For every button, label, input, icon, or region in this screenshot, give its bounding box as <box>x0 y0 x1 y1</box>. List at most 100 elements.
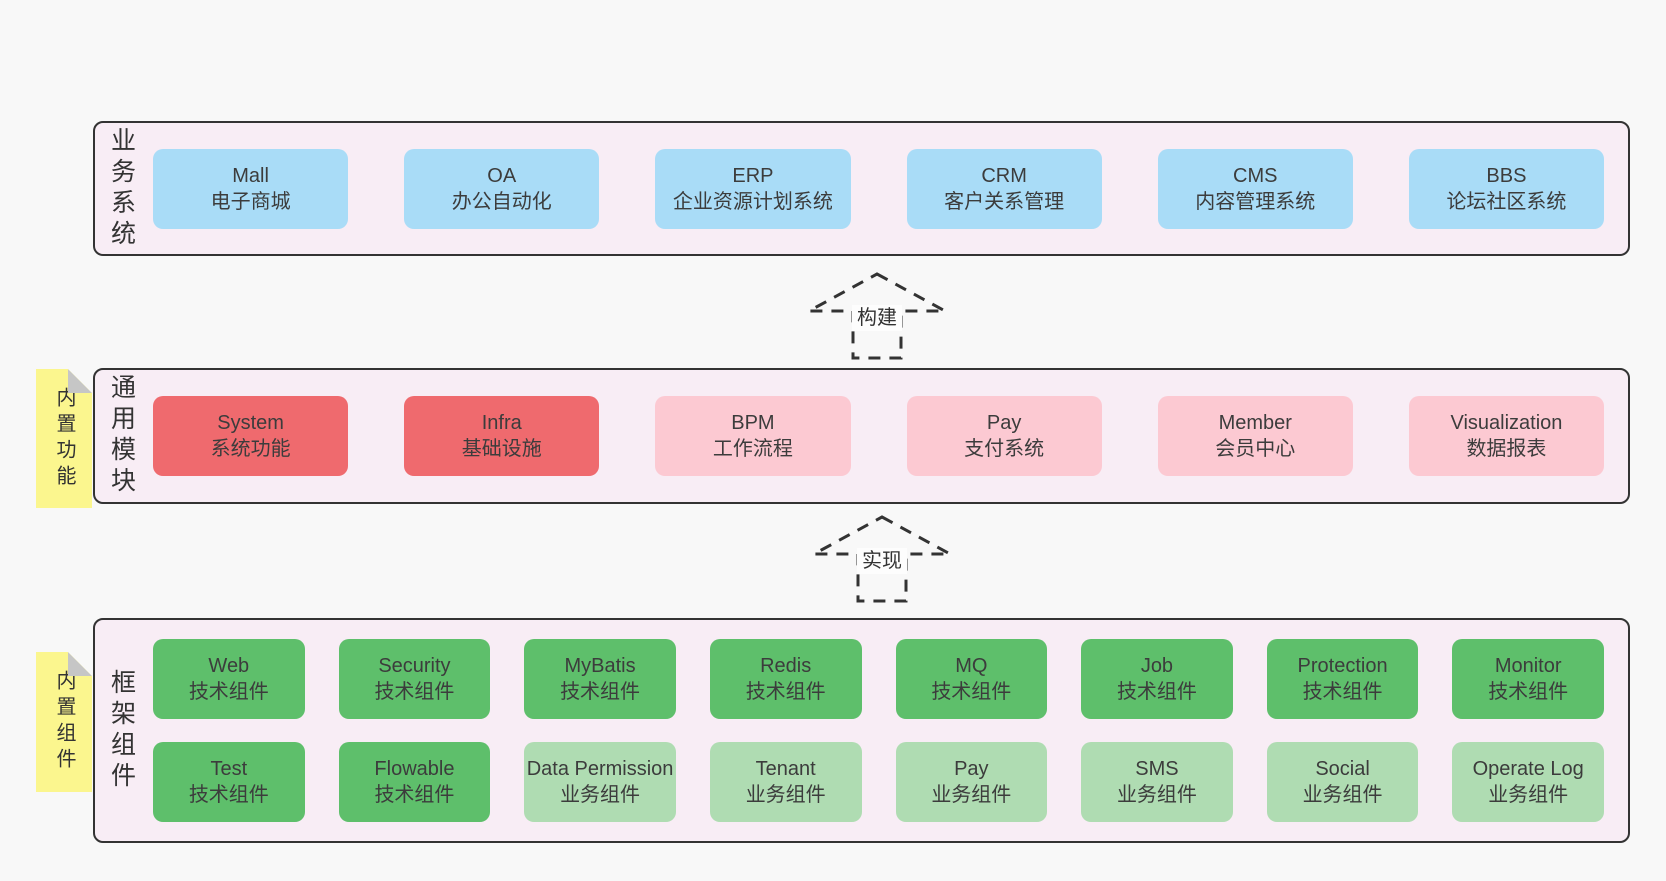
box-visualization: Visualization 数据报表 <box>1408 396 1605 476</box>
up-arrow-icon <box>812 515 952 603</box>
box-title: Member <box>1218 412 1292 434</box>
box-subtitle: 办公自动化 <box>451 190 552 213</box>
box-title: OA <box>487 164 517 187</box>
box-subtitle: 技术组件 <box>1302 681 1383 703</box>
box-tenant: Tenant 业务组件 <box>709 742 862 822</box>
box-title: ERP <box>732 164 774 187</box>
box-erp: ERP 企业资源计划系统 <box>655 148 851 229</box>
box-title: System <box>217 412 284 434</box>
box-subtitle: 数据报表 <box>1466 438 1547 460</box>
box-subtitle: 基础设施 <box>461 438 542 460</box>
box-subtitle: 技术组件 <box>745 681 826 703</box>
panel-label-text: 业务系统 <box>107 126 136 251</box>
box-subtitle: 技术组件 <box>374 784 455 806</box>
panel-label-text: 通用模块 <box>107 374 136 498</box>
box-title: MQ <box>955 655 988 677</box>
box-title: CRM <box>981 164 1027 187</box>
panel-label: 通用模块 <box>95 370 147 502</box>
box-subtitle: 技术组件 <box>374 681 455 703</box>
box-subtitle: 业务组件 <box>560 784 641 806</box>
box-subtitle: 内容管理系统 <box>1195 190 1316 213</box>
box-mybatis: MyBatis 技术组件 <box>524 639 676 719</box>
box-subtitle: 业务组件 <box>1488 784 1569 806</box>
box-pay-component: Pay 业务组件 <box>895 742 1048 822</box>
box-title: Job <box>1140 655 1174 677</box>
folded-corner-icon <box>68 369 92 393</box>
box-operate-log: Operate Log 业务组件 <box>1452 742 1604 822</box>
box-subtitle: 技术组件 <box>188 681 269 703</box>
panel-common-modules: 通用模块 System 系统功能 Infra 基础设施 BPM 工作流程 Pay… <box>93 368 1630 504</box>
box-crm: CRM 客户关系管理 <box>906 148 1102 229</box>
box-pay-system: Pay 支付系统 <box>906 396 1102 476</box>
box-sms: SMS 业务组件 <box>1081 742 1233 822</box>
box-subtitle: 会员中心 <box>1215 438 1296 460</box>
box-social: Social 业务组件 <box>1266 742 1419 822</box>
box-bbs: BBS 论坛社区系统 <box>1408 148 1605 229</box>
box-title: Mall <box>232 164 269 187</box>
panel-business-systems: 业务系统 Mall 电子商城 OA 办公自动化 ERP 企业资源计划系统 CRM… <box>93 121 1630 256</box>
box-subtitle: 系统功能 <box>210 438 291 460</box>
box-monitor: Monitor 技术组件 <box>1452 639 1604 719</box>
sticky-note-label: 内置功能 <box>53 386 75 491</box>
box-title: Social <box>1315 758 1370 780</box>
box-data-permission: Data Permission 业务组件 <box>524 742 676 822</box>
box-subtitle: 技术组件 <box>931 681 1012 703</box>
panel-framework-components: 框架组件 Web 技术组件 Security 技术组件 MyBatis 技术组件… <box>93 618 1630 843</box>
box-title: Redis <box>760 655 812 677</box>
box-title: Protection <box>1297 655 1388 677</box>
box-title: Web <box>208 655 250 677</box>
box-title: BPM <box>731 412 775 434</box>
box-redis: Redis 技术组件 <box>709 639 862 719</box>
box-flowable: Flowable 技术组件 <box>338 742 491 822</box>
box-title: Pay <box>986 412 1022 434</box>
sticky-note-label: 内置组件 <box>53 670 75 774</box>
box-title: MyBatis <box>564 655 636 677</box>
box-subtitle: 业务组件 <box>931 784 1012 806</box>
box-security: Security 技术组件 <box>338 639 491 719</box>
box-title: Monitor <box>1494 655 1562 677</box>
box-subtitle: 技术组件 <box>1488 681 1569 703</box>
box-title: Pay <box>954 758 989 780</box>
arrow-label-implement: 实现 <box>857 548 907 574</box>
box-system: System 系统功能 <box>153 396 349 476</box>
panel-label: 框架组件 <box>95 620 147 841</box>
box-subtitle: 技术组件 <box>560 681 641 703</box>
box-title: SMS <box>1135 758 1179 780</box>
box-title: Visualization <box>1450 412 1563 434</box>
box-subtitle: 业务组件 <box>1302 784 1383 806</box>
box-subtitle: 技术组件 <box>188 784 269 806</box>
box-oa: OA 办公自动化 <box>404 148 600 229</box>
box-title: Security <box>378 655 451 677</box>
arrow-label-build: 构建 <box>852 305 902 331</box>
box-subtitle: 工作流程 <box>712 438 793 460</box>
box-title: Infra <box>481 412 522 434</box>
box-subtitle: 支付系统 <box>964 438 1045 460</box>
box-title: Test <box>210 758 248 780</box>
box-test: Test 技术组件 <box>153 742 305 822</box>
up-arrow-icon <box>807 272 947 360</box>
box-bpm: BPM 工作流程 <box>655 396 851 476</box>
box-title: CMS <box>1233 164 1278 187</box>
box-subtitle: 业务组件 <box>745 784 826 806</box>
box-title: Flowable <box>374 758 455 780</box>
box-subtitle: 技术组件 <box>1116 681 1197 703</box>
panel-label: 业务系统 <box>95 123 147 254</box>
box-protection: Protection 技术组件 <box>1266 639 1419 719</box>
folded-corner-icon <box>68 652 92 676</box>
box-title: BBS <box>1486 164 1527 187</box>
framework-box-rows: Web 技术组件 Security 技术组件 MyBatis 技术组件 Redi… <box>147 620 1628 841</box>
box-title: Tenant <box>755 758 816 780</box>
box-job: Job 技术组件 <box>1081 639 1233 719</box>
box-subtitle: 企业资源计划系统 <box>672 190 833 213</box>
box-subtitle: 业务组件 <box>1116 784 1197 806</box>
box-web: Web 技术组件 <box>153 639 305 719</box>
framework-row-1: Web 技术组件 Security 技术组件 MyBatis 技术组件 Redi… <box>153 639 1604 719</box>
sticky-note-builtin-components: 内置组件 <box>36 652 92 792</box>
sticky-note-builtin-features: 内置功能 <box>36 369 92 508</box>
panel-label-text: 框架组件 <box>107 668 136 793</box>
box-cms: CMS 内容管理系统 <box>1157 148 1353 229</box>
box-subtitle: 电子商城 <box>210 190 291 213</box>
box-subtitle: 客户关系管理 <box>944 190 1065 213</box>
box-mall: Mall 电子商城 <box>153 148 349 229</box>
box-member: Member 会员中心 <box>1157 396 1353 476</box>
